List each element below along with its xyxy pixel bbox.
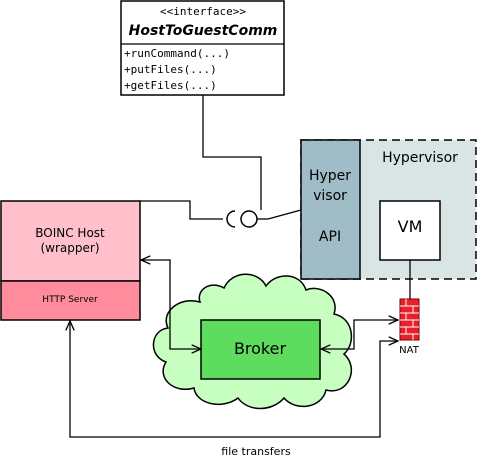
interface-method-get: +getFiles(...) xyxy=(124,79,217,92)
boinc-broker-arrow xyxy=(141,260,201,349)
interface-method-put: +putFiles(...) xyxy=(124,63,217,76)
interface-name: HostToGuestComm xyxy=(129,23,278,39)
interface-connector xyxy=(202,95,262,210)
boinc-host-line1: BOINC Host xyxy=(35,226,105,240)
hypervisor-title: Hypervisor xyxy=(382,150,458,166)
nat-label: NAT xyxy=(399,345,420,356)
http-server-label: HTTP Server xyxy=(42,295,98,305)
hypervisor-api-box xyxy=(300,139,361,280)
file-transfers-label: file transfers xyxy=(221,445,291,458)
boinc-host: BOINC Host (wrapper) HTTP Server xyxy=(0,200,141,321)
boinc-host-box xyxy=(0,200,141,282)
interface-method-run: +runCommand(...) xyxy=(124,47,230,60)
vm-label: VM xyxy=(398,217,423,236)
socket-arc xyxy=(226,210,236,228)
nat-firewall: NAT xyxy=(399,298,420,356)
interface-box: <<interface>> HostToGuestComm +runComman… xyxy=(120,0,285,96)
broker-label: Broker xyxy=(234,339,287,358)
hypervisor-api-line3: API xyxy=(319,229,341,245)
interface-lollipop xyxy=(140,200,302,228)
interface-stereotype: <<interface>> xyxy=(160,5,246,18)
file-transfers-arrow xyxy=(70,321,398,438)
hypervisor-region: Hypervisor Hyper visor API VM xyxy=(300,139,477,280)
lollipop-circle xyxy=(240,210,258,228)
boinc-host-line2: (wrapper) xyxy=(40,241,99,255)
network-cloud: Broker xyxy=(152,273,353,410)
hypervisor-api-line1: Hyper xyxy=(309,168,351,184)
hypervisor-api-line2: visor xyxy=(313,188,347,204)
